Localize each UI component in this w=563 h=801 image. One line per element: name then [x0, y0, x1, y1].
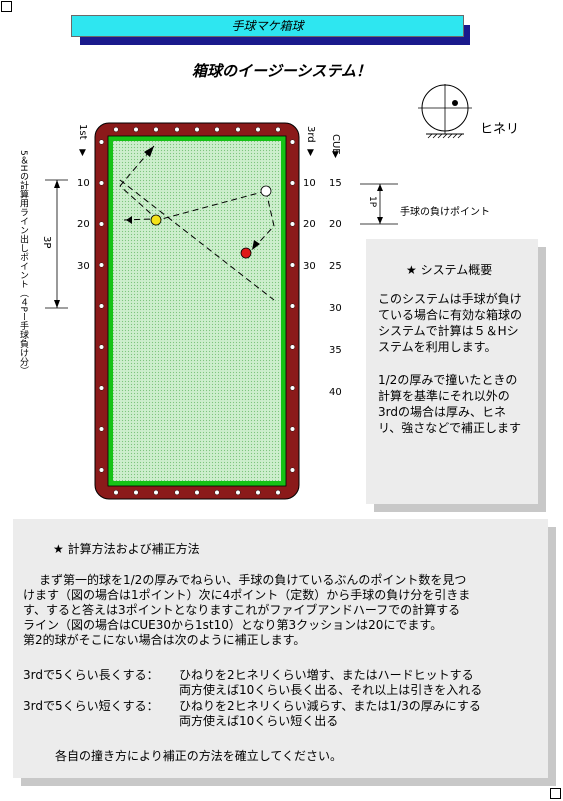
- cue-tick-30: 30: [329, 303, 342, 314]
- cue-loss-label: 手球の負けポイント: [400, 207, 490, 218]
- cue-tick-35: 35: [329, 345, 342, 356]
- short-correction-label: 3rdで5くらい短くする：: [23, 699, 159, 713]
- first-tick-10: 10: [77, 178, 90, 189]
- calc-line-3: す、すると答えは3ポイントとなりますこれがファイブアンドハーフでの計算する: [23, 603, 461, 617]
- table-cloth: [113, 141, 281, 481]
- three-p-label: 3P: [41, 236, 52, 249]
- summary-panel: ★ システム概要 このシステムは手球が負けている場合に有効な箱球のシステムで計算…: [366, 239, 538, 504]
- cue-tick-25: 25: [329, 261, 342, 272]
- crop-mark-top-left: [1, 1, 12, 12]
- calc-line-2: けます（図の場合は1ポイント）次に4ポイント（定数）から手球の負け分を引きま: [23, 588, 471, 602]
- calc-line-5: 第2的球がそこにない場合は次のように補正します。: [23, 633, 306, 647]
- long-correction-label: 3rdで5くらい長くする：: [23, 668, 159, 682]
- cue-marker-arrow: ▼: [332, 150, 339, 160]
- calc-line-4: ライン（図の場合はCUE30から1st10）となり第3クッションは20にでます。: [23, 618, 443, 632]
- third-marker-label: 3rd: [305, 126, 316, 143]
- three-p-bracket: [45, 179, 68, 309]
- crop-mark-bottom-right: [550, 788, 561, 799]
- first-tick-30: 30: [77, 261, 90, 272]
- calc-closing: 各自の撞き方により補正の方法を確立してください。: [55, 749, 343, 763]
- one-p-label: 1P: [367, 196, 377, 208]
- path-to-yellow: [123, 218, 153, 221]
- yellow-object-ball: [150, 214, 162, 226]
- system-heading: 箱球のイージーシステム！: [192, 62, 371, 80]
- ground-hatching: [427, 133, 463, 139]
- calc-title: ★ 計算方法および補正方法: [53, 542, 200, 556]
- summary-para-1: このシステムは手球が負けている場合に有効な箱球のシステムで計算は５＆Hシステムを…: [378, 292, 523, 354]
- third-marker-arrow: ▼: [307, 148, 314, 158]
- page-title: 手球マケ箱球: [71, 15, 464, 37]
- short-correction-1: ひねりを2ヒネリくらい減らす、または1/3の厚みにする: [179, 699, 481, 713]
- short-correction-2: 両方使えば10くらい短く出る: [179, 714, 339, 728]
- cue-marker-label: CUE: [330, 134, 341, 155]
- third-tick-20: 20: [303, 219, 316, 230]
- spin-label: ヒネリ: [480, 122, 520, 137]
- calc-line-side-label: 5＆Hの計算用ライン出しポイント（４Pー手球負け分）: [18, 150, 28, 375]
- long-correction-2: 両方使えば10くらい長く出る、それ以上は引きを入れる: [179, 683, 483, 697]
- billiard-table: [94, 122, 300, 500]
- first-marker-label: 1st: [77, 124, 88, 140]
- summary-para-2: 1/2の厚みで撞いたときの計算を基準にそれ以外の3rdの場合は厚み、ヒネリ、強さ…: [378, 373, 522, 435]
- summary-title: ★ システム概要: [406, 263, 493, 277]
- spin-diagram: [418, 84, 472, 139]
- one-p-bracket: [360, 183, 398, 225]
- first-marker-arrow: ▼: [79, 148, 86, 158]
- calc-line-1: まず第一的球を1/2の厚みでねらい、手球の負けているぶんのポイント数を見つ: [39, 573, 467, 587]
- cue-tick-20: 20: [329, 219, 342, 230]
- first-tick-20: 20: [77, 219, 90, 230]
- third-tick-30: 30: [303, 261, 316, 272]
- red-object-ball: [240, 247, 252, 259]
- calc-panel: ★ 計算方法および補正方法 まず第一的球を1/2の厚みでねらい、手球の負けている…: [13, 519, 548, 778]
- long-correction-1: ひねりを2ヒネリくらい増す、またはハードヒットする: [179, 668, 474, 682]
- cue-tick-15: 15: [329, 178, 342, 189]
- rail-diamonds: [98, 126, 295, 496]
- spin-contact-point: [452, 100, 458, 106]
- third-tick-10: 10: [303, 178, 316, 189]
- cue-ball: [260, 185, 272, 197]
- cue-tick-40: 40: [329, 387, 342, 398]
